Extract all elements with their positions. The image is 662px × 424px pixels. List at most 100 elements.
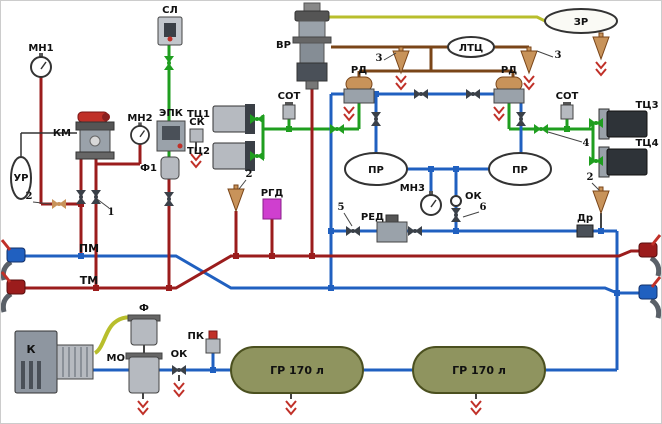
cone-valve-zr (592, 32, 610, 60)
pressure-gauge-mn3 (420, 190, 442, 216)
valve-green-right (534, 124, 548, 134)
feed-reservoir-pr-right (488, 152, 552, 186)
label-f1: Ф1 (140, 163, 157, 174)
leader-lines (32, 50, 600, 227)
brake-cylinder-tc3 (598, 108, 648, 140)
label-pm: ПМ (79, 242, 99, 255)
label-n2-left: 2 (26, 191, 33, 202)
pressure-gauge-mn1 (30, 52, 52, 78)
label-vr: ВР (276, 40, 291, 51)
label-epk: ЭПК (159, 108, 184, 119)
label-pk: ПК (187, 331, 204, 342)
label-rd-left: РД (351, 65, 367, 76)
label-f: Ф (139, 303, 149, 314)
devices (1, 2, 661, 394)
valve-top-line-right (466, 89, 480, 99)
feed-reservoir-pr-left (344, 152, 408, 186)
air-distributor-vr (292, 2, 332, 90)
oil-separator-mo (125, 352, 163, 394)
label-rgd: РГД (261, 188, 284, 199)
driver-brake-valve-km (75, 111, 115, 160)
valve-sk (189, 128, 204, 143)
cone-valve-2-right (592, 186, 610, 214)
end-cock-bottom-left (1, 271, 26, 313)
label-tc2: ТЦ2 (187, 146, 210, 157)
autostop-valve-epk (156, 120, 186, 152)
valve-tc3 (589, 118, 603, 128)
end-cock-top-left (1, 239, 26, 281)
label-zr: ЗР (574, 17, 588, 28)
valve-km-tm (91, 190, 101, 204)
release-sensor-sot-left (282, 102, 296, 120)
end-cock-bottom-right (638, 276, 661, 319)
intake-filter-f (127, 314, 161, 346)
label-rd-right: РД (501, 65, 517, 76)
pressure-relay-rd-left (343, 76, 375, 104)
label-n3-left: 3 (376, 53, 383, 64)
check-valve-ok-mid (450, 195, 462, 207)
label-dr: Др (577, 213, 593, 224)
label-tc4: ТЦ4 (635, 138, 658, 149)
pressure-relay-rd-right (493, 76, 525, 104)
junction-dots (78, 91, 620, 373)
label-mo: МО (107, 353, 125, 364)
label-pr-left: ПР (368, 165, 384, 176)
valve-km-pm (76, 190, 86, 204)
throttle-dr (576, 224, 594, 238)
reducer-red (376, 214, 408, 243)
brake-cylinder-tc4 (598, 146, 648, 178)
label-n1: 1 (108, 207, 115, 218)
label-sk: СК (189, 117, 205, 128)
label-red: РЕД (361, 212, 384, 223)
label-mn2: МН2 (127, 113, 152, 124)
valve-mn1-line (52, 199, 66, 209)
label-n2-right: 2 (587, 172, 594, 183)
label-ur: УР (13, 173, 28, 184)
label-ok-low: ОК (171, 349, 189, 360)
valve-tc4 (589, 156, 603, 166)
main-reservoir-gr2 (412, 346, 546, 394)
pm-main-line (19, 254, 641, 295)
reserve-reservoir-zr (544, 8, 618, 34)
label-n6: 6 (480, 202, 487, 213)
cone-valve-3-right (520, 46, 538, 74)
release-sensor-sot-right (560, 102, 574, 120)
whistle-sl (157, 16, 183, 46)
label-sot-right: СОТ (556, 91, 579, 102)
labels: СЛ МН1 ВР ЛТЦ ЗР РД РД СОТ СОТ ТЦ1 ТЦ2 Т… (13, 5, 658, 377)
label-n4: 4 (583, 138, 590, 149)
label-k: К (27, 343, 36, 356)
label-tm: ТМ (80, 274, 98, 287)
label-sot-left: СОТ (278, 91, 301, 102)
cone-valve-2-mid (227, 184, 245, 212)
compressor-k (14, 330, 94, 394)
valve-red-line-left (346, 226, 360, 236)
ur-link (20, 132, 77, 157)
label-n5: 5 (338, 202, 345, 213)
valve-ok-mid (451, 208, 461, 222)
label-sl: СЛ (162, 5, 178, 16)
main-reservoir-gr1 (230, 346, 364, 394)
valve-pr-right (516, 112, 526, 126)
safety-valve-pk (205, 330, 221, 354)
label-n3-right: 3 (555, 50, 562, 61)
label-mn3: МН3 (400, 183, 425, 194)
valve-sl-line (164, 56, 174, 70)
valve-pr-left (371, 112, 381, 126)
cone-valve-3-left (392, 46, 410, 74)
end-cock-top-right (638, 234, 661, 277)
label-ok-mid: ОК (465, 191, 483, 202)
equalizing-reservoir-ur (10, 156, 32, 200)
label-gr1: ГР 170 л (270, 364, 324, 377)
label-km: КМ (53, 128, 71, 139)
false-brake-cylinder-ltc (447, 36, 495, 58)
filter-f1 (160, 156, 180, 180)
label-tc1: ТЦ1 (187, 109, 210, 120)
brake-cylinder-tc2 (212, 141, 255, 171)
tm-main-line (19, 249, 641, 290)
hose-unit-rgd (262, 198, 282, 220)
check-valve-ok-low (172, 365, 186, 375)
valve-red-line-right (408, 226, 422, 236)
